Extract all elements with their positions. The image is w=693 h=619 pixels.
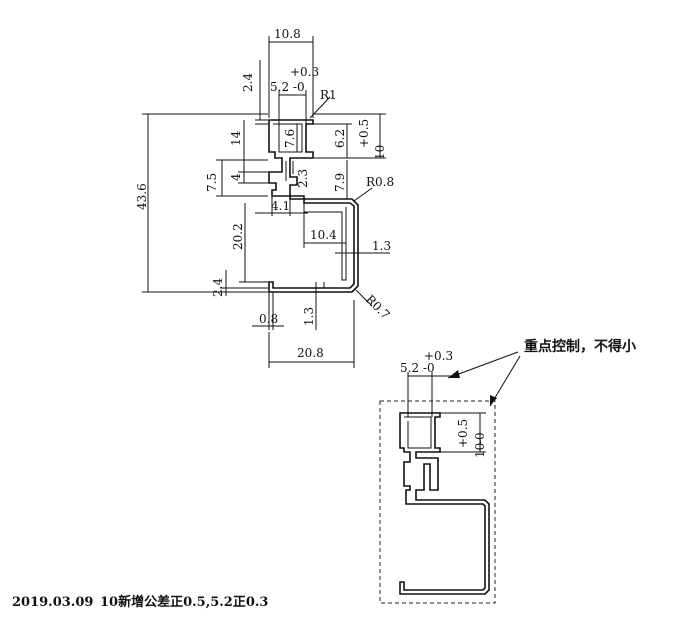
dim-2-4-top: 2.4: [241, 73, 255, 92]
callout-note: 重点控制，不得小: [524, 338, 636, 355]
profile-web: [303, 203, 347, 281]
dim-10-8: 10.8: [274, 27, 301, 41]
footer-note: 10新增公差正0.5,5.2正0.3: [100, 594, 268, 610]
dim-43-6: 43.6: [135, 183, 149, 210]
dim-r1: R1: [320, 88, 337, 102]
callout-leader-1: [447, 351, 519, 379]
dim-4: 4: [229, 173, 243, 181]
callout: 重点控制，不得小: [447, 338, 636, 407]
dim-0-8: 0.8: [259, 312, 278, 326]
dim-7-9: 7.9: [333, 173, 347, 192]
callout-arrow-2: [490, 395, 497, 406]
dim-10: 10: [373, 145, 387, 160]
detail-profile-outline: [399, 412, 490, 595]
footer-date: 2019.03.09: [12, 595, 93, 610]
detail-view: +0.3 5.2 -0 +0.5 10 -0: [379, 349, 496, 604]
detail-tol-minus-0-b: -0: [473, 432, 487, 444]
detail-frame: [379, 400, 496, 604]
dim-r0-8: R0.8: [366, 175, 394, 189]
footer: 2019.03.09 10新增公差正0.5,5.2正0.3: [12, 594, 268, 610]
dimension-lines: [142, 36, 390, 368]
dim-tol-plus-0-5: +0.5: [357, 119, 371, 148]
profile-outline: [268, 119, 359, 293]
dim-2-3: 2.3: [296, 169, 310, 188]
callout-arrow-1: [448, 370, 460, 378]
profile-inner-wall-2: [285, 161, 294, 181]
dim-7-6: 7.6: [283, 129, 297, 148]
dim-20-2: 20.2: [231, 223, 245, 250]
dim-4-1: 4.1: [271, 199, 290, 213]
profile-inner-wall: [273, 123, 303, 153]
dim-tol-minus-0: -0: [293, 80, 305, 94]
detail-dim-5-2: 5.2: [400, 361, 419, 375]
dim-1-3-bottom: 1.3: [302, 307, 316, 326]
detail-inner-wall: [404, 416, 432, 449]
detail-tol-plus-0-3: +0.3: [424, 349, 453, 363]
dim-5-2: 5.2: [270, 80, 289, 94]
dim-10-4: 10.4: [310, 228, 337, 242]
detail-dim-10: 10: [473, 443, 487, 458]
profile-bottom-leg: [268, 282, 325, 292]
dim-1-3-right: 1.3: [372, 239, 391, 253]
dim-20-8: 20.8: [297, 346, 324, 360]
dim-r0-7: R0.7: [363, 292, 393, 322]
dim-tol-plus-0-3: +0.3: [290, 65, 319, 79]
detail-tol-minus-0: -0: [423, 361, 435, 375]
dim-2-4-bottom: 2.4: [211, 278, 225, 297]
detail-tol-plus-0-5: +0.5: [456, 419, 470, 448]
main-profile: [268, 119, 359, 293]
dim-6-2: 6.2: [333, 129, 347, 148]
dimension-labels: 10.8 +0.3 5.2 -0 R1 2.4 14 7.6 +0.5 6.2 …: [135, 27, 394, 360]
dim-14: 14: [229, 130, 243, 146]
dim-7-5: 7.5: [205, 173, 219, 192]
